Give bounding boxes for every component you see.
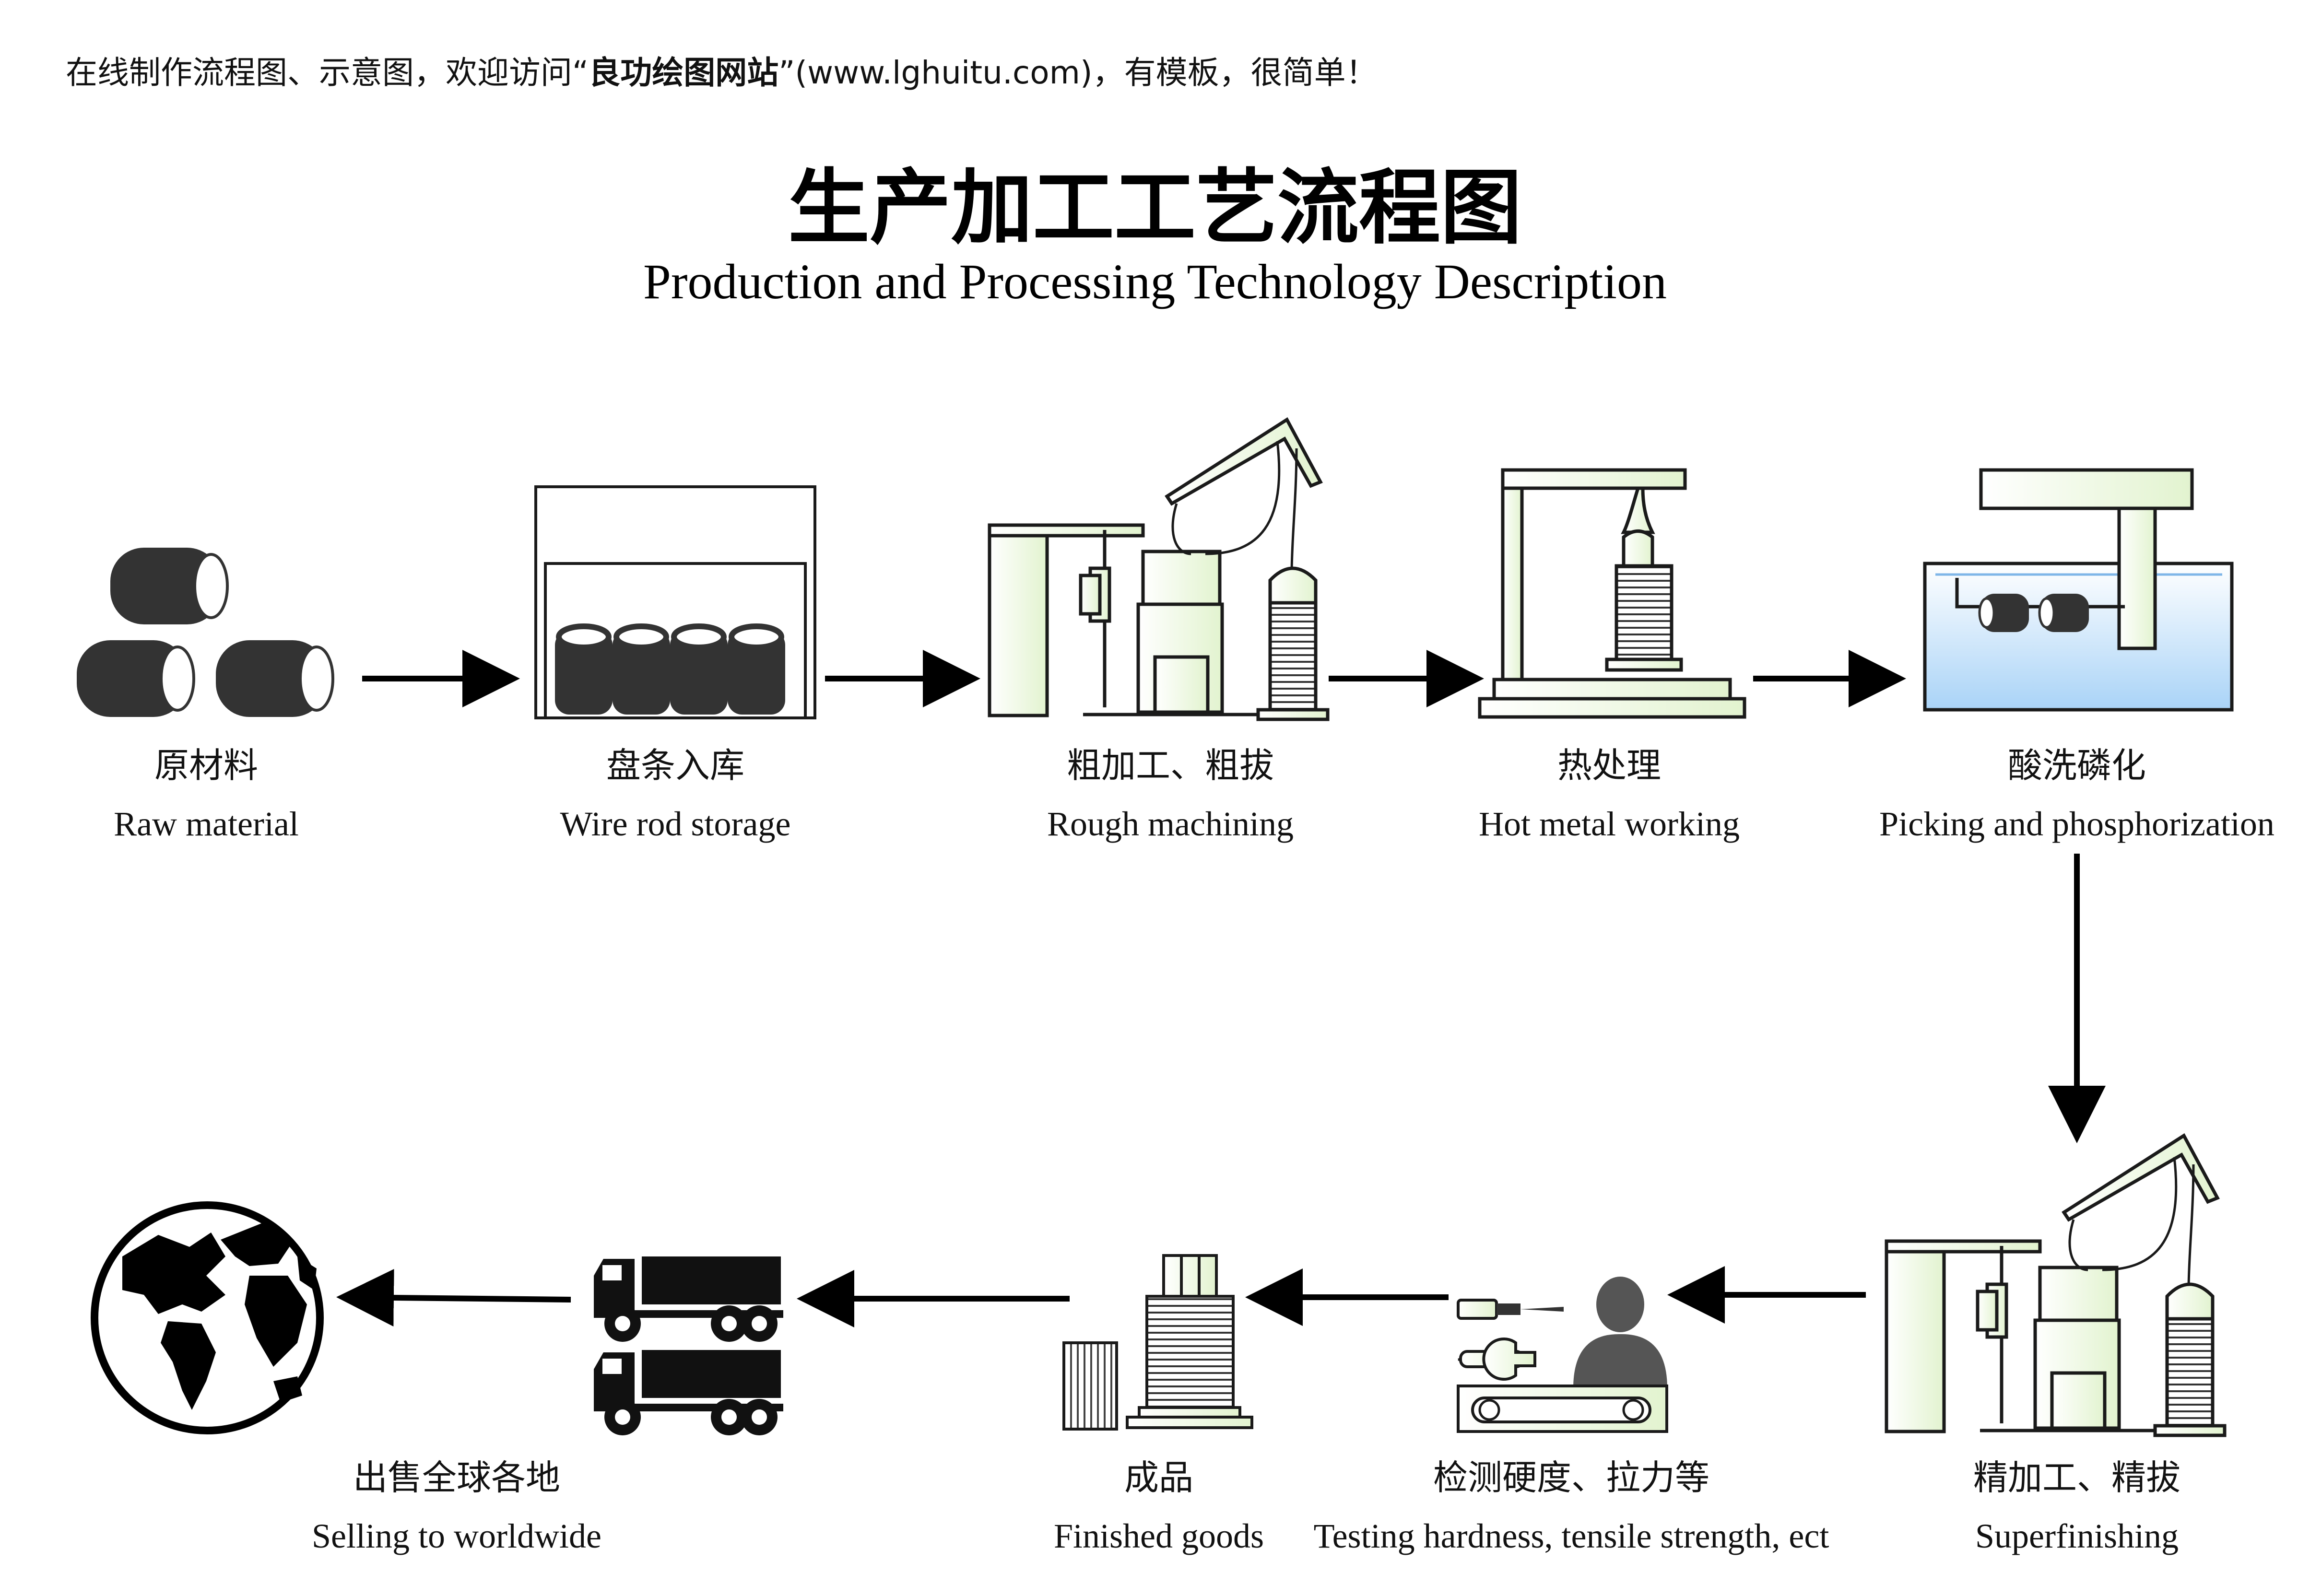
flow-arrows [336, 650, 2106, 1327]
warehouse-icon [534, 485, 816, 719]
step-label-en: Wire rod storage [560, 805, 791, 843]
step-label-cn: 精加工、精拔 [1973, 1457, 2180, 1498]
step-label-en: Testing hardness, tensile strength, ect [1313, 1517, 1829, 1555]
step-label-en: Selling to worldwide [312, 1517, 601, 1555]
step-hot-metal-working: 热处理 Hot metal working [1345, 743, 1873, 846]
globe-icon [91, 1201, 324, 1434]
step-label-cn: 原材料 [154, 745, 258, 786]
step-label-cn: 盘条入库 [606, 745, 744, 786]
inspector-icon [1457, 1277, 1668, 1433]
step-label-en: Finished goods [1053, 1517, 1264, 1555]
step-label-cn: 出售全球各地 [353, 1457, 560, 1498]
step-label-en: Picking and phosphorization [1879, 805, 2275, 843]
step-label-en: Superfinishing [1975, 1517, 2179, 1555]
diagram-subtitle: Production and Processing Technology Des… [643, 254, 1667, 309]
banner-suffix: ”(www.lghuitu.com)，有模板，很简单！ [778, 54, 1378, 91]
trucks-icon [594, 1256, 783, 1435]
step-label-en: Hot metal working [1479, 805, 1740, 843]
step-picking-phosphorization: 酸洗磷化 Picking and phosphorization [1813, 743, 2310, 846]
step-wire-rod-storage: 盘条入库 Wire rod storage [412, 743, 939, 846]
drawing-machine-icon [1886, 1136, 2225, 1435]
acid-tank-icon [1923, 468, 2234, 712]
furnace-icon [1478, 468, 1746, 719]
banner-prefix: 在线制作流程图、示意图，欢迎访问“ [66, 54, 589, 91]
step-rough-machining: 粗加工、粗拔 Rough machining [907, 743, 1434, 846]
step-label-cn: 粗加工、粗拔 [1066, 745, 1274, 786]
step-label-cn: 成品 [1124, 1457, 1193, 1498]
step-label-cn: 热处理 [1557, 745, 1661, 786]
step-selling-worldwide: 出售全球各地 Selling to worldwide [193, 1455, 720, 1558]
step-label-cn: 检测硬度、拉力等 [1433, 1457, 1709, 1498]
site-banner: 在线制作流程图、示意图，欢迎访问“良功绘图网站”(www.lghuitu.com… [66, 47, 1378, 93]
step-testing: 检测硬度、拉力等 Testing hardness, tensile stren… [1308, 1455, 1835, 1558]
step-label-cn: 酸洗磷化 [2007, 745, 2146, 786]
arrow-trucks-to-globe [336, 1269, 571, 1327]
step-finished-goods: 成品 Finished goods [895, 1455, 1423, 1558]
coil-stack-icon [77, 548, 333, 717]
step-superfinishing: 精加工、精拔 Superfinishing [1813, 1455, 2310, 1558]
step-label-en: Raw material [114, 805, 299, 843]
drawing-machine-icon [990, 420, 1328, 719]
step-raw-material: 原材料 Raw material [0, 743, 470, 846]
diagram-title: 生产加工工艺流程图 [788, 161, 1522, 256]
step-label-en: Rough machining [1047, 805, 1294, 843]
finished-goods-icon [1062, 1254, 1253, 1431]
banner-site-name[interactable]: 良功绘图网站 [589, 54, 779, 91]
